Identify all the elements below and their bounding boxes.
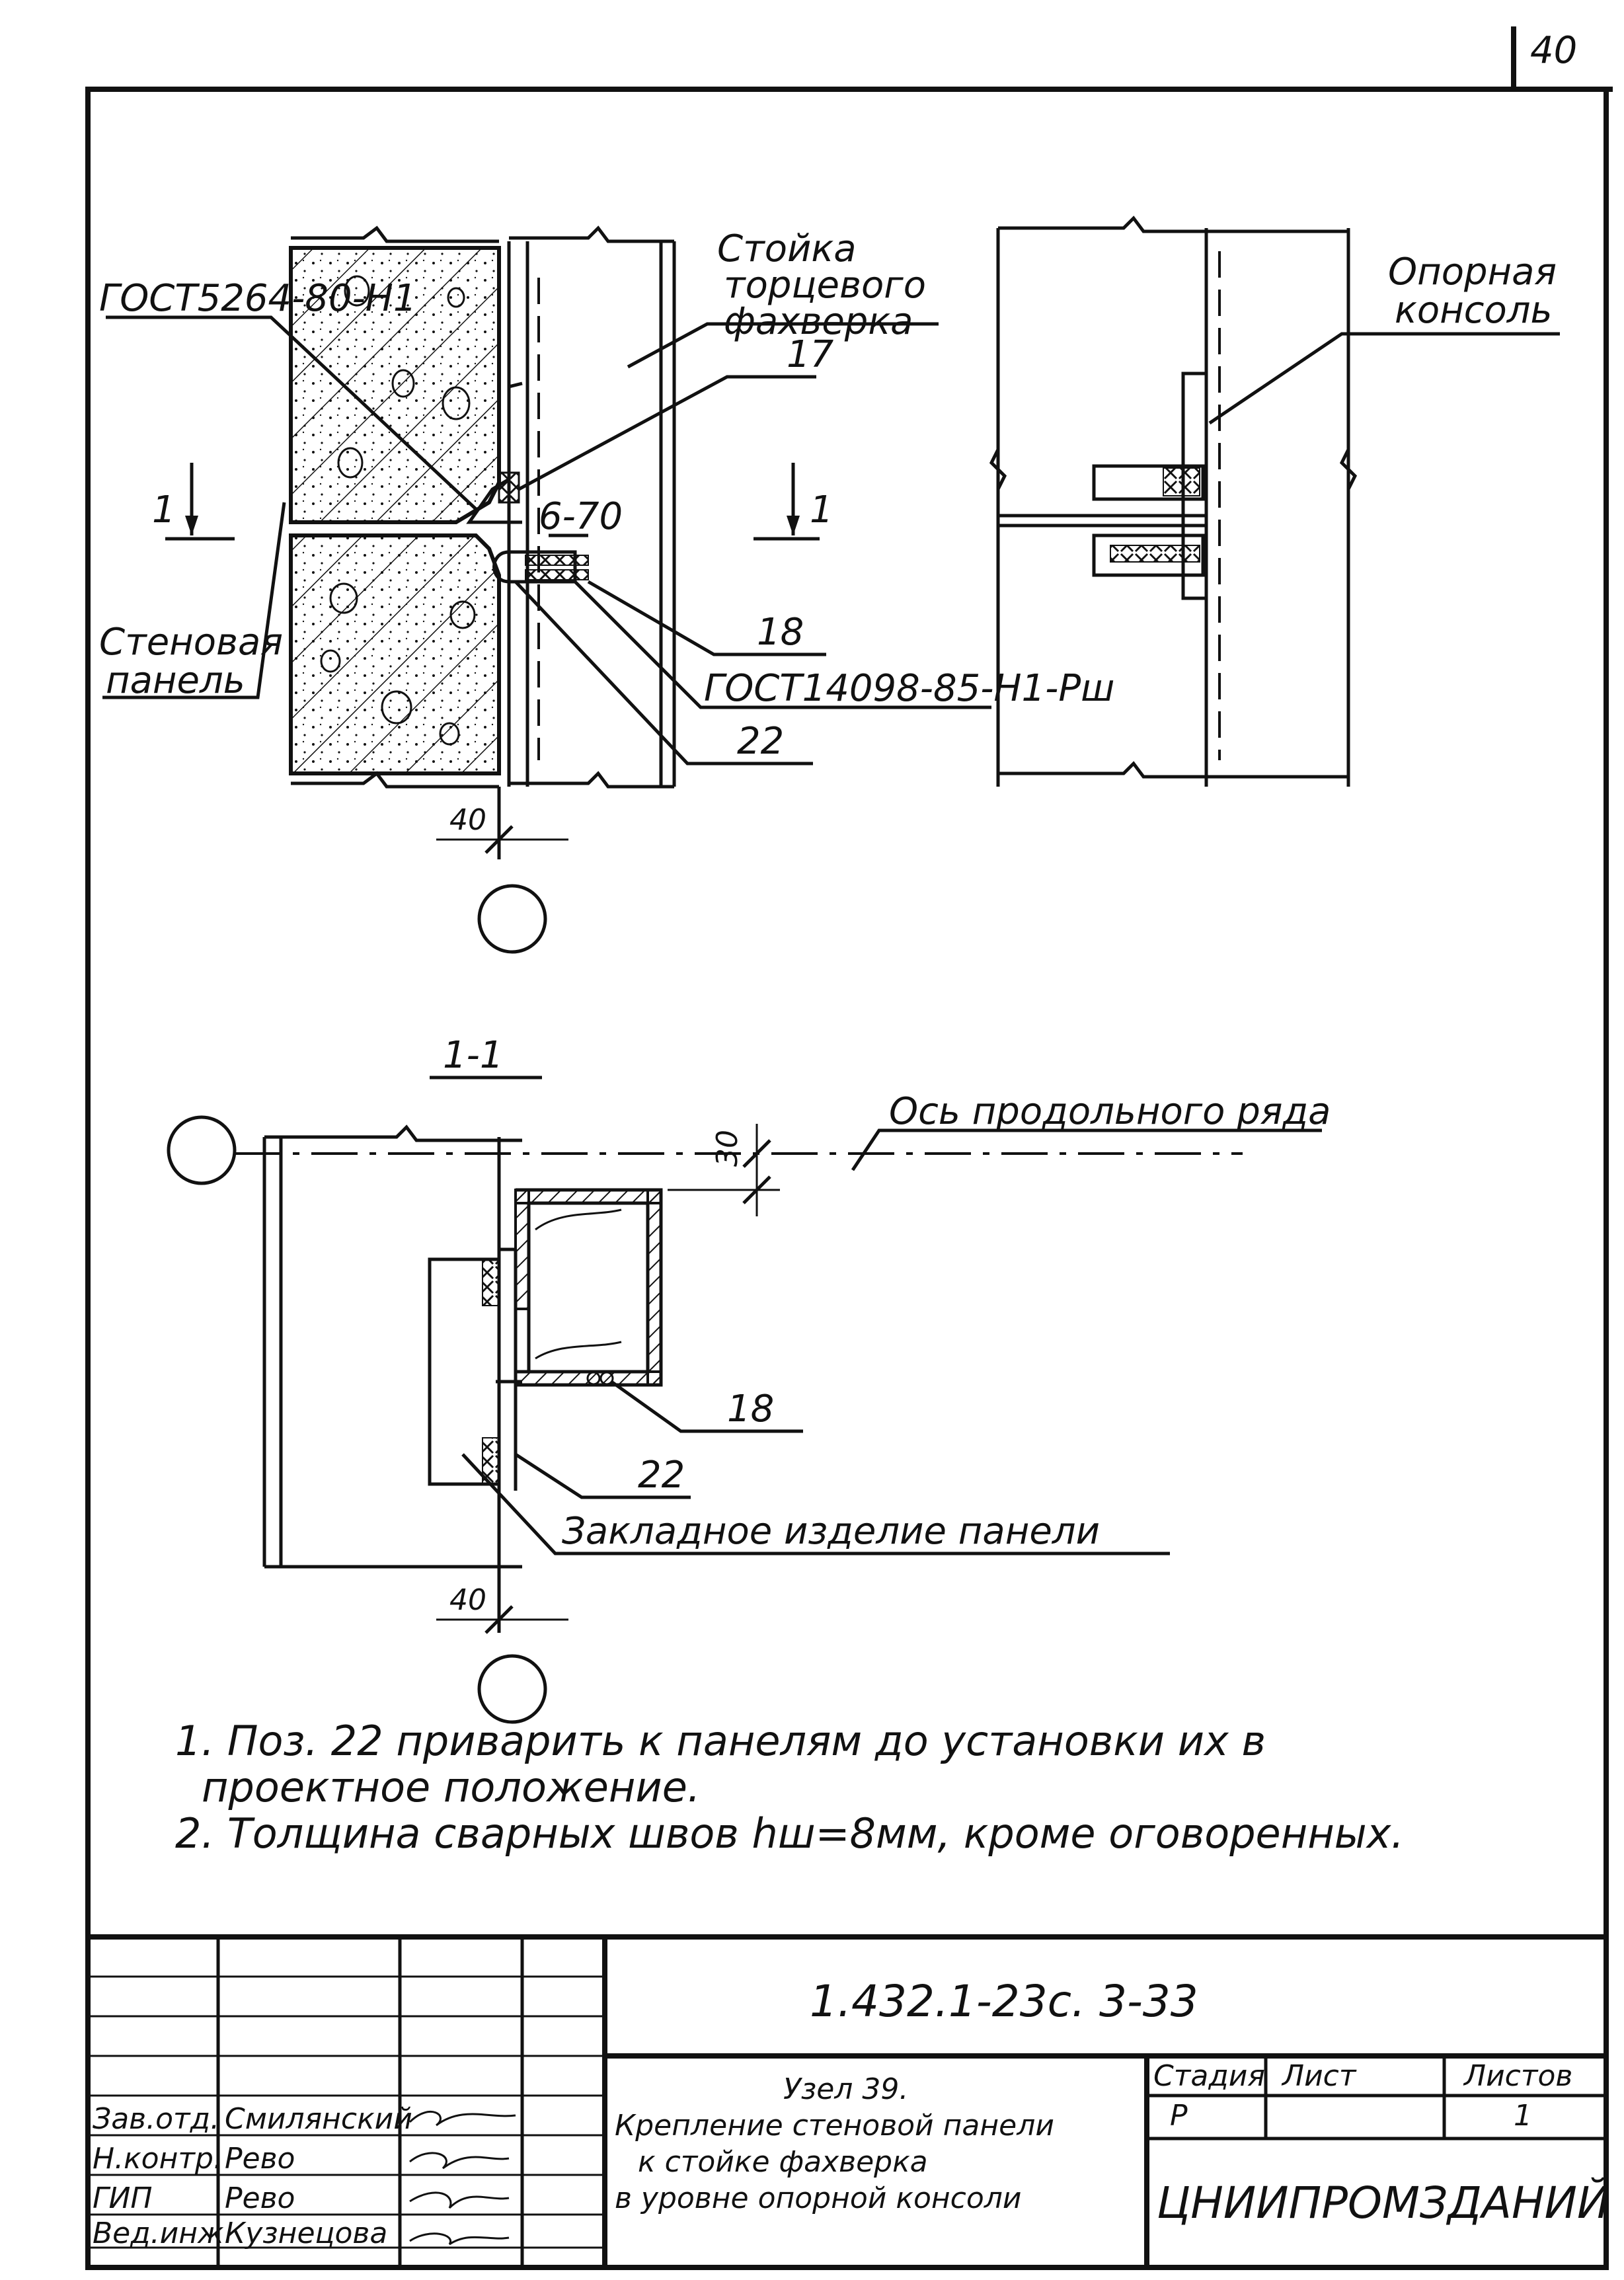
section-arrow-right: 1 xyxy=(754,463,833,541)
column-label-line3: фахверка xyxy=(724,300,913,343)
role-4: Вед.инж. xyxy=(93,2217,233,2250)
axis-label: Ось продольного ряда xyxy=(889,1090,1331,1133)
node-title-3: к стойке фахверка xyxy=(638,2145,928,2179)
section-1-1: 1-1 Ось продольного ряда xyxy=(167,1034,1331,1724)
drawing-frame xyxy=(85,87,1609,2270)
column-label-line1: Стойка xyxy=(717,227,857,270)
name-3: Рево xyxy=(225,2182,295,2215)
note-1-line-1: 1. Поз. 22 приварить к панелям до устано… xyxy=(175,1717,1266,1765)
dim-40-section-text: 40 xyxy=(449,1583,486,1617)
stage-value: Р xyxy=(1170,2099,1188,2133)
item-18-label: 18 xyxy=(757,611,804,654)
role-2: Н.контр. xyxy=(93,2142,223,2176)
dim-40-top-text: 40 xyxy=(449,803,486,837)
dimension-40-section: 40 xyxy=(436,1567,568,1634)
name-4: Кузнецова xyxy=(225,2217,387,2250)
sheets-value: 1 xyxy=(1514,2099,1532,2133)
note-1-line-2: проектное положение. xyxy=(202,1763,701,1811)
grid-axis-bubble-top xyxy=(477,884,547,954)
stage-header: Стадия xyxy=(1153,2059,1265,2093)
section-title: 1-1 xyxy=(443,1034,503,1077)
role-3: ГИП xyxy=(93,2182,153,2215)
sheets-header: Листов xyxy=(1463,2059,1572,2093)
side-view: Опорная консоль xyxy=(989,216,1568,787)
grid-axis-bubble-bottom xyxy=(477,1654,547,1724)
item-17-label: 17 xyxy=(787,333,834,376)
elevation-view: 1 1 ГОСТ5264-80-Н1 Стойка торцевого фахв… xyxy=(99,225,1114,954)
wall-panel-line1: Стеновая xyxy=(99,621,283,664)
embedded-plate xyxy=(428,1257,501,1486)
section-arrow-left: 1 xyxy=(152,463,235,541)
dimension-30: 30 xyxy=(668,1124,780,1216)
node-title-4: в уровне опорной консоли xyxy=(615,2182,1021,2215)
node-title-1: Узел 39. xyxy=(783,2072,908,2106)
item-22-label: 22 xyxy=(737,720,784,763)
column-label: Стойка торцевого фахверка xyxy=(717,227,938,343)
support-console-label: Опорная консоль xyxy=(1388,251,1568,332)
support-console-line1: Опорная xyxy=(1388,251,1557,294)
sheet-number: 40 xyxy=(1511,26,1577,89)
weld-size-label: 6-70 xyxy=(539,495,623,538)
signatures xyxy=(408,2110,516,2246)
note-2: 2. Толщина сварных швов hш=8мм, кроме ог… xyxy=(175,1809,1404,1858)
role-1: Зав.отд. xyxy=(93,2102,219,2136)
name-1: Смилянский xyxy=(225,2102,412,2136)
section-mark-right: 1 xyxy=(810,489,833,531)
gost-bottom-label: ГОСТ14098-85-Н1-Рш xyxy=(704,667,1114,710)
sheet-header: Лист xyxy=(1281,2059,1357,2093)
section-item-18-label: 18 xyxy=(727,1388,774,1431)
wall-panel-label: Стеновая панель xyxy=(99,621,295,702)
channel-column xyxy=(514,1188,663,1387)
section-mark-left: 1 xyxy=(152,489,176,531)
name-2: Рево xyxy=(225,2142,295,2176)
sheet-number-text: 40 xyxy=(1530,29,1577,72)
bolt-connection-18 xyxy=(492,550,577,584)
section-item-22-label: 22 xyxy=(638,1454,685,1497)
dimension-40-top: 40 xyxy=(436,787,568,859)
support-console-line2: консоль xyxy=(1395,289,1553,332)
dim-30-text: 30 xyxy=(711,1130,744,1167)
grid-axis-bubble-left xyxy=(167,1115,237,1185)
organization: ЦНИИПРОМЗДАНИЙ xyxy=(1157,2177,1609,2228)
document-code: 1.432.1-23с. 3-33 xyxy=(810,1976,1198,2027)
node-title-2: Крепление стеновой панели xyxy=(615,2109,1054,2142)
title-block: 1.432.1-23с. 3-33 Узел 39. Крепление сте… xyxy=(88,1934,1609,2267)
wall-panel-line2: панель xyxy=(106,659,245,702)
gost-top-label: ГОСТ5264-80-Н1 xyxy=(99,277,417,320)
notes: 1. Поз. 22 приварить к панелям до устано… xyxy=(175,1717,1404,1858)
column-label-line2: торцевого xyxy=(724,264,926,307)
concrete-pores xyxy=(320,275,476,746)
embedded-label: Закладное изделие панели xyxy=(562,1510,1100,1553)
